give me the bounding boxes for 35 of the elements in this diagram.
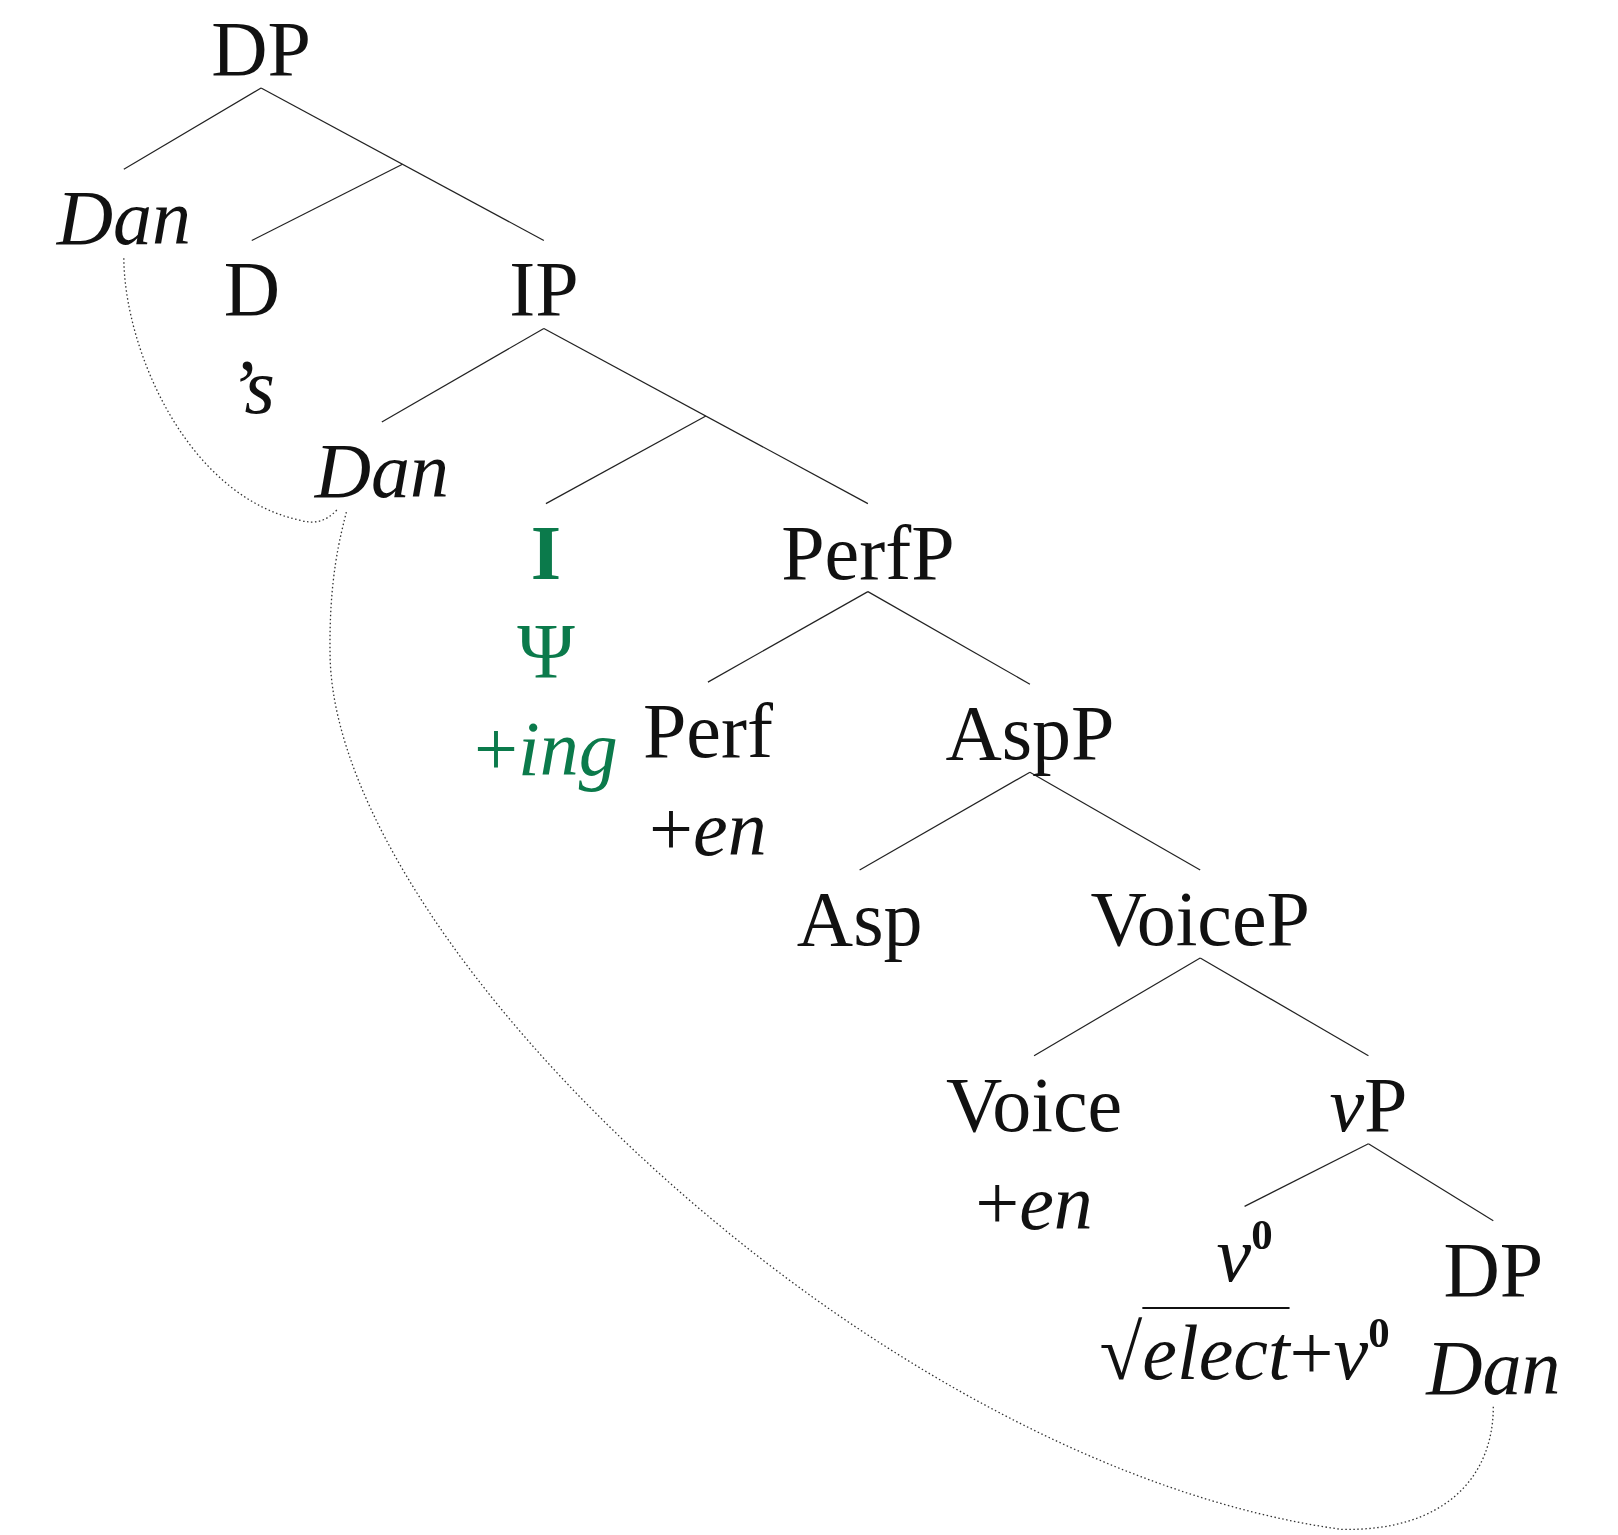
category-label: I [530, 513, 562, 592]
category-label: Dan [314, 432, 449, 511]
category-label: VoiceP [1090, 879, 1310, 958]
tree-branch [1033, 957, 1201, 1057]
movement-line [329, 509, 1494, 1531]
tree-branch [867, 591, 1031, 685]
tree-branch [1244, 1143, 1369, 1207]
category-label: vP [1329, 1065, 1408, 1144]
tree-branch [1199, 957, 1369, 1057]
category-label: IP [509, 250, 579, 329]
tree-branch [123, 87, 262, 170]
category-label: DP [1443, 1230, 1544, 1309]
tree-branch [251, 163, 404, 242]
category-label: v$^{0}$ [1216, 1216, 1273, 1295]
tree-branch [707, 591, 869, 683]
tree-branch [1367, 1143, 1494, 1222]
lexical-item: +en [649, 790, 767, 869]
lexical-item: Dan [1426, 1328, 1561, 1407]
tree-branch [543, 327, 869, 505]
tree-branch [859, 771, 1031, 871]
category-label: D [223, 250, 280, 329]
category-label: DP [211, 10, 311, 88]
tree-branch [1029, 771, 1201, 871]
tree-branch [260, 87, 545, 242]
lexical-item: √elect+v$^{0}$ [1099, 1314, 1390, 1393]
category-label: Voice [945, 1065, 1123, 1144]
tree-branch [381, 327, 545, 423]
category-label: Perf [642, 692, 773, 771]
category-label: PerfP [781, 513, 955, 592]
movement-line [123, 256, 338, 523]
lexical-item: +en [975, 1163, 1093, 1242]
category-label: Dan [56, 179, 191, 258]
tree-branch [545, 415, 707, 505]
lexical-item: Ψ [517, 611, 575, 690]
lexical-item: ’s [228, 348, 275, 427]
